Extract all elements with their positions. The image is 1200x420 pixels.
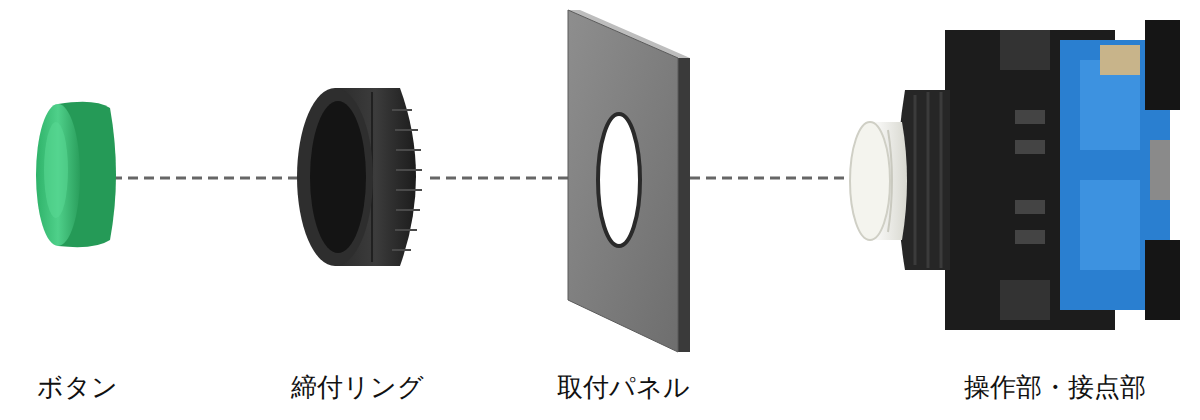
part-label: 締付リング bbox=[291, 372, 424, 403]
part-label: ボタン bbox=[37, 372, 118, 403]
clamp-ring bbox=[297, 88, 422, 266]
axis-line bbox=[112, 177, 852, 180]
switch-body bbox=[850, 20, 1180, 330]
button-cap bbox=[36, 102, 116, 247]
part-label: 取付パネル bbox=[557, 372, 690, 403]
mount-panel bbox=[568, 10, 690, 352]
part-label: 操作部・接点部 bbox=[964, 372, 1146, 403]
